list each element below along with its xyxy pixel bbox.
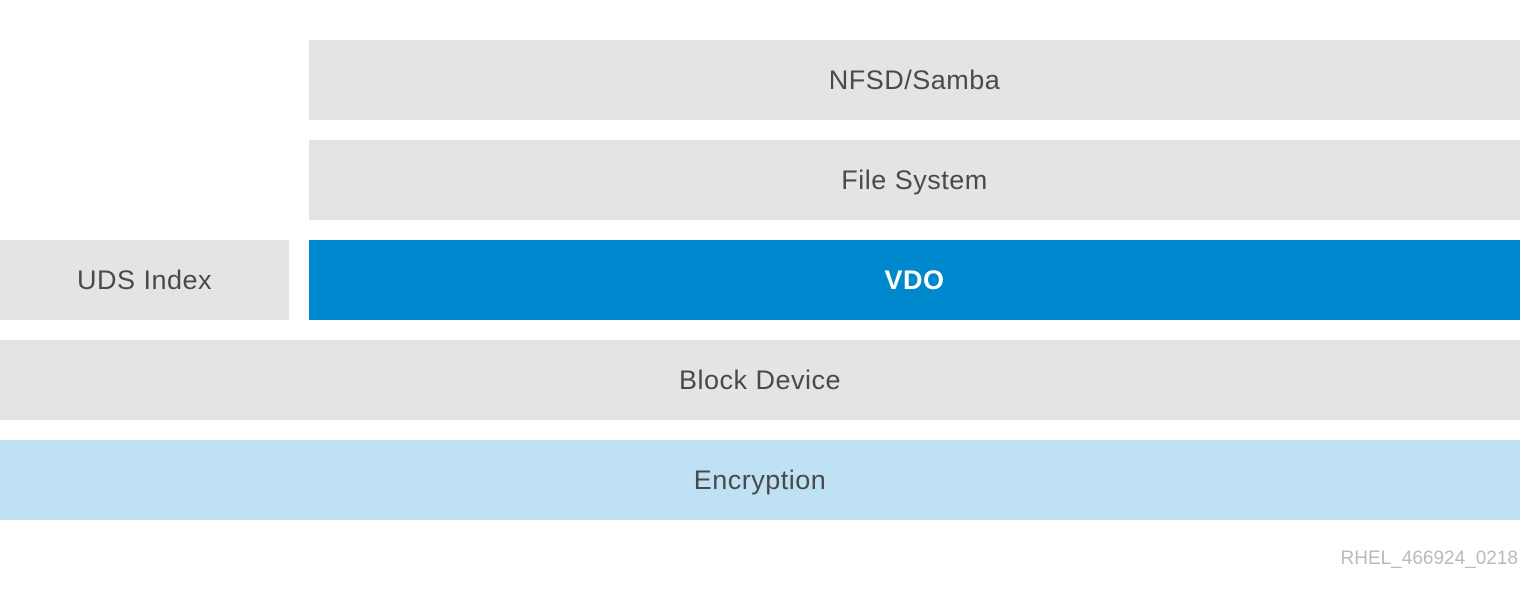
uds-index-label: UDS Index — [76, 264, 213, 295]
vdo-label: VDO — [884, 264, 945, 295]
encryption-label: Encryption — [693, 464, 827, 495]
nfsd-samba-layer: NFSD/Samba — [309, 40, 1520, 120]
nfsd-samba-label: NFSD/Samba — [828, 64, 1001, 95]
vdo-layer: VDO — [309, 240, 1520, 320]
encryption-layer: Encryption — [0, 440, 1520, 520]
uds-index-layer: UDS Index — [0, 240, 289, 320]
file-system-layer: File System — [309, 140, 1520, 220]
block-device-layer: Block Device — [0, 340, 1520, 420]
file-system-label: File System — [841, 164, 988, 195]
figure-id-watermark: RHEL_466924_0218 — [1340, 548, 1519, 569]
block-device-label: Block Device — [678, 364, 842, 395]
